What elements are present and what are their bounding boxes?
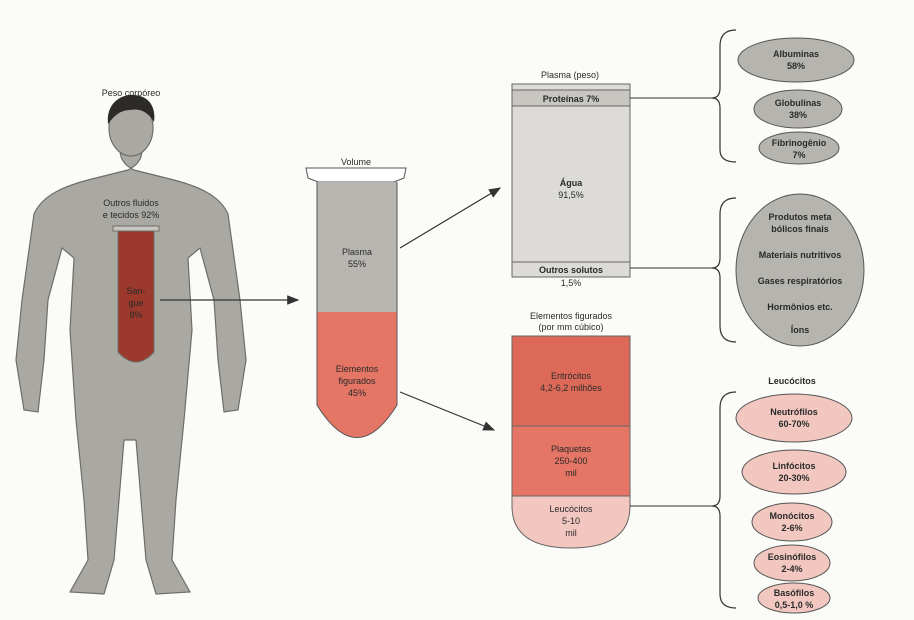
leukocytes-title: Leucócitos	[768, 376, 816, 386]
fibrinogen-name: Fibrinogênio	[772, 138, 827, 148]
bracket-proteins	[712, 30, 736, 162]
solute-nutrients: Materiais nutritivos	[759, 250, 842, 260]
eosinophils-pct: 2-4%	[781, 564, 802, 574]
bracket-solutes	[712, 198, 736, 342]
protein-ovals: Albuminas 58% Globulinas 38% Fibrinogêni…	[738, 38, 854, 164]
eosinophils-name: Eosinófilos	[768, 552, 817, 562]
platelets-label-2: 250-400	[554, 456, 587, 466]
formed-box-title-1: Elementos figurados	[530, 311, 613, 321]
erythrocytes-label-1: Eritrócitos	[551, 371, 592, 381]
plasma-box-title: Plasma (peso)	[541, 70, 599, 80]
solute-gases: Gases respiratórios	[758, 276, 843, 286]
basophils-pct: 0,5-1,0 %	[775, 600, 814, 610]
tube-formed-label-1: Elementos	[336, 364, 379, 374]
tube-formed-elements	[317, 312, 397, 438]
human-body-figure: Peso corpóreo Outros fluidos e tecidos 9…	[16, 88, 246, 594]
tube-formed-label-2: figurados	[338, 376, 376, 386]
plasma-proteins-label: Proteínas 7%	[543, 94, 600, 104]
plasma-solutes-label-1: Outros solutos	[539, 265, 603, 275]
solute-metabolic-1: Produtos meta	[768, 212, 832, 222]
arrow-tube-to-formed	[400, 392, 494, 430]
lymphocytes-name: Linfócitos	[773, 461, 816, 471]
arrow-tube-to-plasma	[400, 188, 500, 248]
tube-plasma-label-2: 55%	[348, 259, 366, 269]
tube-rim	[306, 168, 406, 182]
other-fluids-label-1: Outros fluidos	[103, 198, 159, 208]
volume-test-tube: Volume Plasma 55% Elementos figurados 45…	[306, 157, 406, 438]
leukocytes-label-2: 5-10	[562, 516, 580, 526]
globulins-name: Globulinas	[775, 98, 822, 108]
eosinophils-oval	[754, 545, 830, 581]
body-title: Peso corpóreo	[102, 88, 161, 98]
globulins-pct: 38%	[789, 110, 807, 120]
plasma-water-label-1: Água	[560, 178, 583, 188]
albumins-name: Albuminas	[773, 49, 819, 59]
formed-elements-box: Elementos figurados (por mm cúbico) Erit…	[512, 311, 630, 548]
platelets-label-1: Plaquetas	[551, 444, 592, 454]
blood-label-1: San-	[126, 286, 145, 296]
blood-label-2: gue	[128, 298, 143, 308]
formed-box-title-2: (por mm cúbico)	[538, 322, 603, 332]
tube-plasma-label-1: Plasma	[342, 247, 372, 257]
bracket-leukocytes	[712, 392, 736, 608]
other-fluids-label-2: e tecidos 92%	[103, 210, 160, 220]
monocytes-pct: 2-6%	[781, 523, 802, 533]
erythrocytes-section	[512, 336, 630, 426]
tube-title: Volume	[341, 157, 371, 167]
leukocyte-ovals: Leucócitos Neutrófilos 60-70% Linfócitos…	[736, 376, 852, 613]
neutrophils-pct: 60-70%	[778, 419, 809, 429]
albumins-pct: 58%	[787, 61, 805, 71]
plasma-water-label-2: 91,5%	[558, 190, 584, 200]
solute-hormones: Hormônios etc.	[767, 302, 833, 312]
monocytes-oval	[752, 503, 832, 541]
globulins-oval	[754, 90, 842, 128]
leukocytes-label-3: mil	[565, 528, 577, 538]
leukocytes-label-1: Leucócitos	[549, 504, 593, 514]
solute-metabolic-2: bólicos finais	[771, 224, 829, 234]
monocytes-name: Monócitos	[770, 511, 815, 521]
solutes-oval-group: Produtos meta bólicos finais Materiais n…	[736, 194, 864, 346]
body-blood-tube	[118, 231, 154, 362]
platelets-label-3: mil	[565, 468, 577, 478]
blood-label-3: 8%	[129, 310, 142, 320]
neutrophils-name: Neutrófilos	[770, 407, 818, 417]
plasma-composition-box: Plasma (peso) Proteínas 7% Água 91,5% Ou…	[512, 70, 630, 288]
lymphocytes-pct: 20-30%	[778, 473, 809, 483]
albumins-oval	[738, 38, 854, 82]
neutrophils-oval	[736, 394, 852, 442]
erythrocytes-label-2: 4,2-6,2 milhões	[540, 383, 602, 393]
solute-ions: Íons	[791, 325, 810, 335]
plasma-solutes-label-2: 1,5%	[561, 278, 582, 288]
basophils-name: Basófilos	[774, 588, 815, 598]
body-tube-rim	[113, 226, 159, 231]
fibrinogen-pct: 7%	[792, 150, 805, 160]
lymphocytes-oval	[742, 450, 846, 494]
tube-formed-label-3: 45%	[348, 388, 366, 398]
